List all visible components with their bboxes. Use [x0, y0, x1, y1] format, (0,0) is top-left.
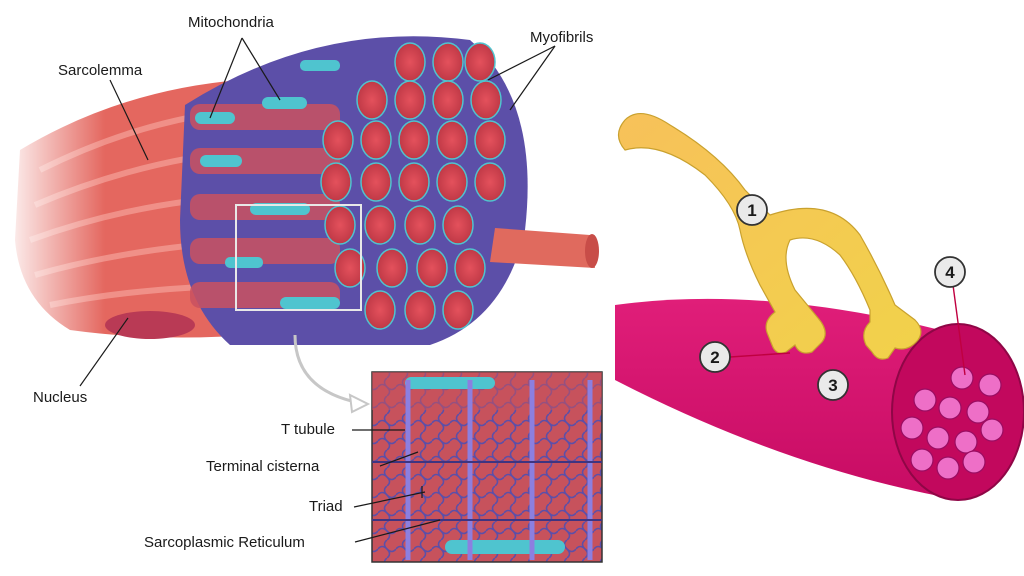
protruding-myofibril	[490, 228, 595, 268]
marker-2: 2	[699, 341, 731, 373]
magnified-region-outline	[235, 204, 362, 311]
myofibril-side-band	[190, 148, 340, 174]
myofibril-end	[394, 80, 426, 120]
inner-myofibril	[978, 373, 1002, 397]
marker-4: 4	[934, 256, 966, 288]
myofibril-end	[470, 80, 502, 120]
myofibril-end	[324, 205, 356, 245]
myofibril-end	[360, 120, 392, 160]
label-triad: Triad	[309, 498, 343, 515]
myofibril-end	[432, 42, 464, 82]
inner-myofibril	[966, 400, 990, 424]
myofibril-end	[320, 162, 352, 202]
label-terminal-cisterna: Terminal cisterna	[206, 458, 320, 475]
label-mitochondria: Mitochondria	[188, 14, 275, 31]
myofibril-end	[360, 162, 392, 202]
myofibril-end	[404, 205, 436, 245]
myofibril-end	[442, 205, 474, 245]
myofibril-end	[364, 205, 396, 245]
svg-text:3: 3	[828, 376, 837, 395]
inner-myofibril	[954, 430, 978, 454]
skeletal-muscle-fiber-illustration: Mitochondria Myofibrils Sarcolemma Nucle…	[0, 14, 603, 563]
zoom-arrow	[293, 334, 361, 405]
label-t-tubule: T tubule	[281, 421, 335, 438]
leader-lines	[79, 37, 556, 543]
myofibril-end	[404, 290, 436, 330]
myofibril-end	[334, 248, 366, 288]
svg-text:2: 2	[710, 348, 719, 367]
motor-neuron-axon	[617, 113, 922, 360]
inner-myofibril	[936, 456, 960, 480]
label-nucleus: Nucleus	[33, 389, 87, 406]
marker-leaders	[729, 284, 966, 376]
inner-myofibril	[938, 396, 962, 420]
inner-myofibril	[950, 366, 974, 390]
myofibril-end	[432, 80, 464, 120]
inner-myofibril	[910, 448, 934, 472]
label-myofibrils: Myofibrils	[530, 29, 593, 46]
myofibril-end	[416, 248, 448, 288]
marker-1: 1	[736, 194, 768, 226]
inner-myofibril	[913, 388, 937, 412]
svg-text:1: 1	[747, 201, 756, 220]
marker-3: 3	[817, 369, 849, 401]
myofibril-end	[474, 120, 506, 160]
myofibril-end	[442, 290, 474, 330]
svg-text:4: 4	[945, 263, 955, 282]
inner-myofibrils	[900, 366, 1004, 480]
inner-myofibril	[900, 416, 924, 440]
label-sarcolemma: Sarcolemma	[58, 62, 143, 79]
myofibril-end	[398, 162, 430, 202]
myofibril-end	[322, 120, 354, 160]
neuromuscular-junction-illustration: 1 2 3 4	[615, 113, 1024, 501]
myofibril-end	[394, 42, 426, 82]
myofibril-end	[376, 248, 408, 288]
myofibril-end	[364, 290, 396, 330]
myofibril-end	[436, 120, 468, 160]
myofibril-side-band	[190, 238, 340, 264]
triad-inset	[371, 371, 603, 563]
inner-myofibril	[962, 450, 986, 474]
myofibril-end	[398, 120, 430, 160]
inner-myofibril	[926, 426, 950, 450]
myofibril-end	[356, 80, 388, 120]
label-sarcoplasmic-reticulum: Sarcoplasmic Reticulum	[144, 534, 305, 551]
inner-myofibril	[980, 418, 1004, 442]
myofibril-end	[474, 162, 506, 202]
myofibril-end	[454, 248, 486, 288]
myofibril-end	[436, 162, 468, 202]
myofibril-end	[464, 42, 496, 82]
